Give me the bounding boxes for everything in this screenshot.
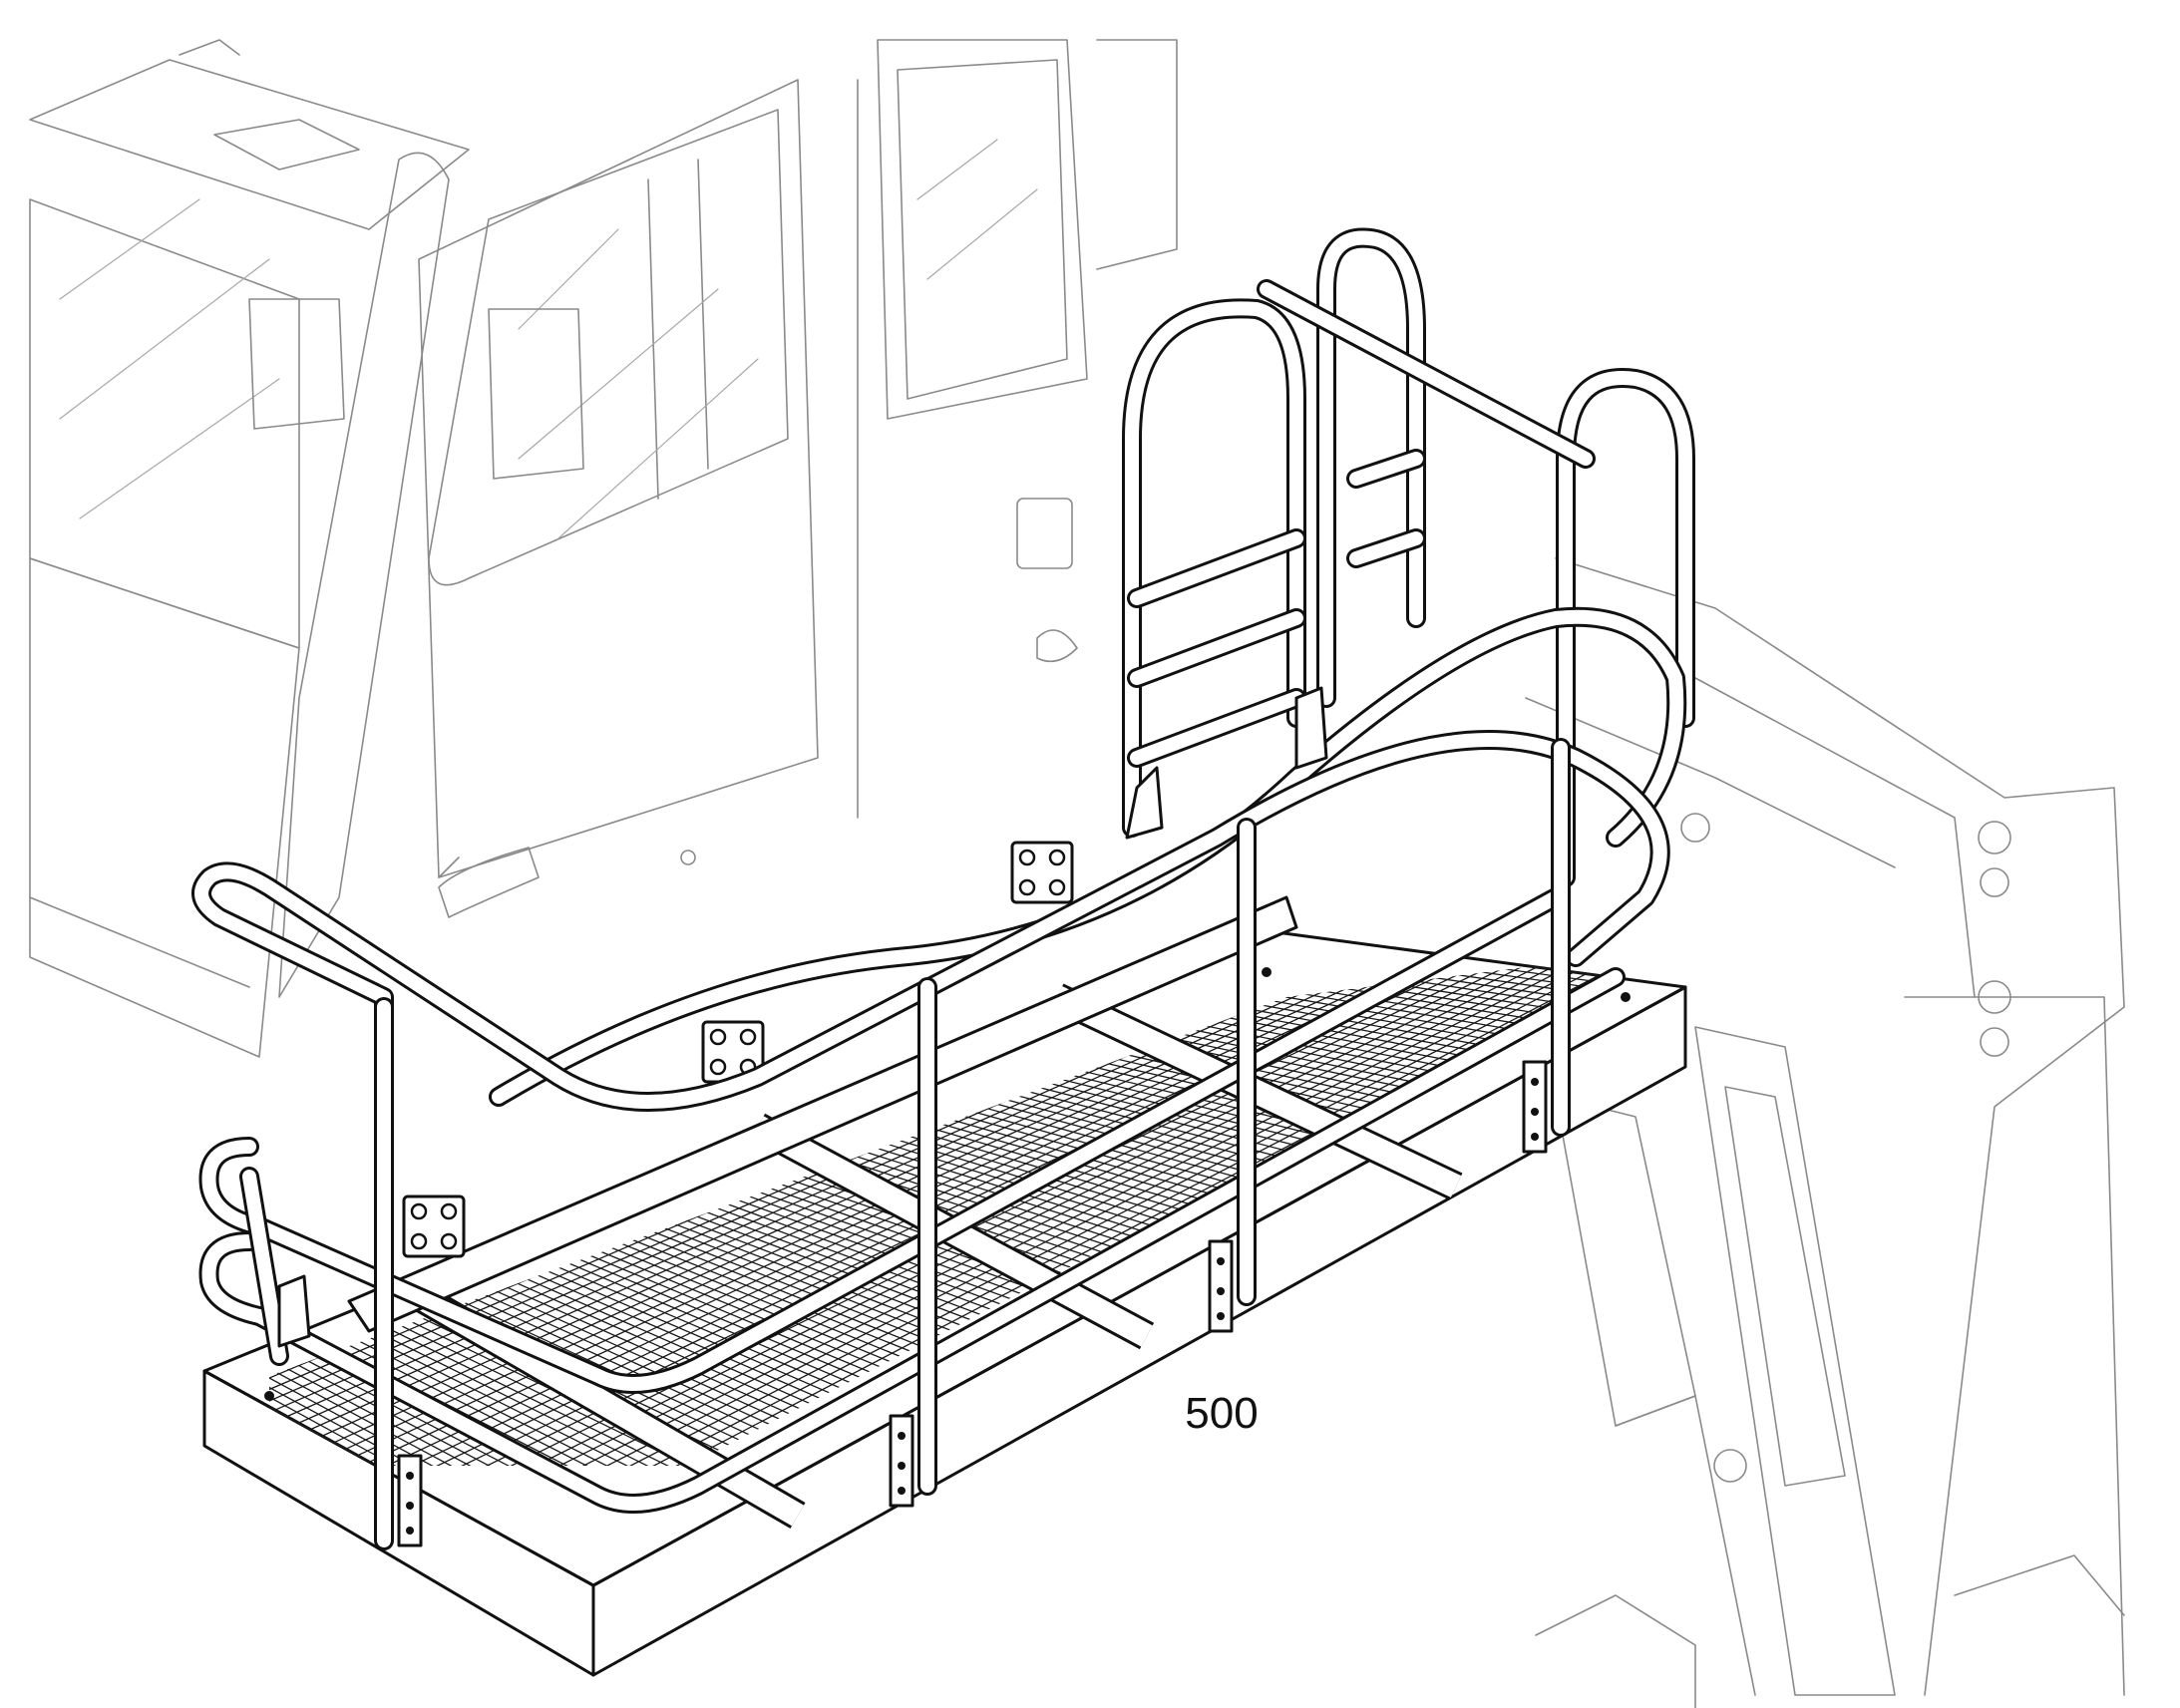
rear-gate-frame [1122, 227, 1695, 887]
grating-line [686, 1173, 1085, 1317]
handrail [191, 730, 1670, 1550]
grating-line [430, 1277, 825, 1460]
grating-line [479, 1257, 875, 1433]
grating-line [519, 1241, 914, 1411]
grating-line [499, 1249, 895, 1422]
grating-line [509, 1245, 905, 1416]
grating-line [269, 1366, 604, 1466]
grating-line [636, 1193, 1035, 1345]
grating-line [341, 1313, 734, 1466]
grating-line [272, 1342, 664, 1466]
grating-line [626, 1196, 1025, 1350]
grating-line [489, 1253, 885, 1427]
grating-line [656, 1185, 1055, 1334]
grating-line [577, 1217, 974, 1378]
grating-line [269, 1346, 654, 1466]
grating-line [269, 1358, 624, 1466]
grating-line [539, 1233, 934, 1400]
grating-line [567, 1221, 964, 1383]
grating-line [557, 1225, 954, 1389]
post-clamps [277, 686, 1548, 1547]
grating-line [361, 1305, 755, 1466]
platform-assembly [191, 227, 1695, 1677]
grating-line [331, 1317, 724, 1466]
grating-line [607, 1204, 1005, 1361]
grating-line [646, 1189, 1045, 1339]
boom-arm-background [1525, 557, 2125, 1708]
grating-line [547, 1229, 944, 1394]
grating-line [676, 1177, 1075, 1323]
grating-line [450, 1269, 845, 1449]
grating-line [460, 1265, 855, 1444]
excavator-cab-background [29, 39, 1178, 1058]
grating-line [529, 1237, 924, 1405]
grating-line [666, 1181, 1065, 1328]
platform-deck [202, 930, 1687, 1587]
grating-line [616, 1200, 1015, 1356]
grating-line [440, 1273, 835, 1455]
part-number-label: 500 [1185, 1389, 1258, 1438]
mounting-brackets [402, 841, 1074, 1258]
grating-line [269, 1350, 644, 1466]
grating-line [470, 1261, 865, 1438]
grating-line [269, 1362, 614, 1466]
grating-line [269, 1354, 634, 1466]
grating-line [351, 1309, 744, 1466]
